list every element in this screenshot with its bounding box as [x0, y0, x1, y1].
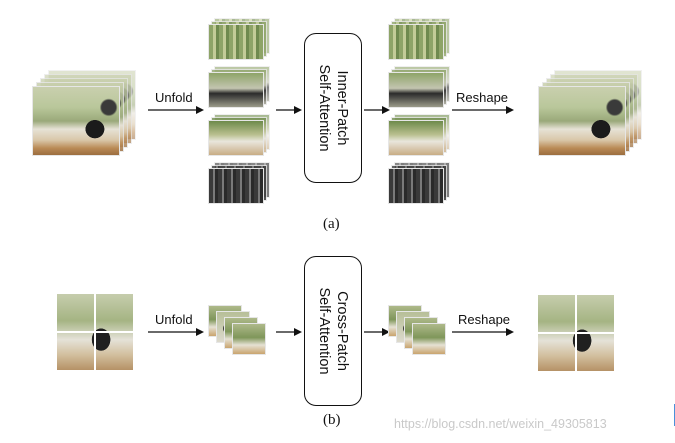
- processed-tiles-b: [388, 305, 452, 361]
- caption-b: (b): [323, 412, 341, 428]
- attention-text-a: Inner-Patch Self-Attention: [315, 64, 351, 151]
- attention-line2-a: Self-Attention: [316, 64, 332, 152]
- attention-text-b: Cross-Patch Self-Attention: [315, 287, 351, 374]
- arrow-to-attention-b: [276, 328, 302, 336]
- input-image-stack-a: [30, 70, 140, 160]
- output-image-stack-a: [536, 70, 646, 160]
- inner-patch-attention-box: Inner-Patch Self-Attention: [304, 33, 362, 183]
- unfolded-tiles-b: [208, 305, 272, 361]
- watermark-text: https://blog.csdn.net/weixin_49305813: [394, 417, 607, 431]
- output-grid-image-b: [538, 295, 614, 371]
- processed-strips-a: [388, 18, 458, 210]
- caption-a: (a): [323, 216, 340, 232]
- unfold-arrow-b: [148, 328, 204, 336]
- cross-patch-attention-box: Cross-Patch Self-Attention: [304, 256, 362, 406]
- unfold-arrow-a: [148, 106, 204, 114]
- attention-line1-a: Inner-Patch: [334, 70, 350, 146]
- unfold-label-a: Unfold: [155, 90, 193, 105]
- unfolded-strips-a: [208, 18, 278, 210]
- arrow-to-attention-a: [276, 106, 302, 114]
- reshape-label-a: Reshape: [456, 90, 509, 105]
- reshape-label-b: Reshape: [458, 312, 511, 327]
- attention-line2-b: Self-Attention: [316, 287, 332, 375]
- arrow-from-attention-b: [364, 328, 390, 336]
- attention-line1-b: Cross-Patch: [334, 291, 350, 371]
- input-grid-image-b: [57, 294, 133, 370]
- unfold-label-b: Unfold: [155, 312, 193, 327]
- reshape-arrow-b: [452, 328, 514, 336]
- reshape-arrow-a: [452, 106, 514, 114]
- arrow-from-attention-a: [364, 106, 390, 114]
